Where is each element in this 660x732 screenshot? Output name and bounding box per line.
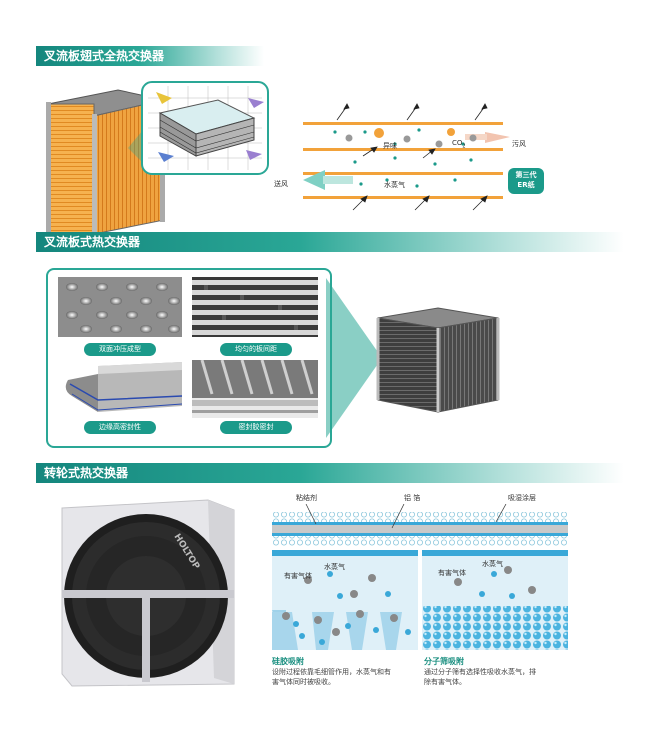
tag-edge-sealing: 边缘高密封性 xyxy=(84,421,156,434)
label-exhaust: 污风 xyxy=(512,140,526,148)
photo-plate-spacing xyxy=(192,277,318,337)
silica-gel-caption: 硅胶吸附 设附过程依靠毛细管作用，水蒸气和有 害气体同时被吸收。 xyxy=(272,656,418,687)
label-vapor-left: 水蒸气 xyxy=(324,563,345,571)
label-harmful-gas-left: 有害气体 xyxy=(284,572,312,580)
molecular-sieve-title: 分子筛吸附 xyxy=(424,657,464,666)
label-vapor: 水蒸气 xyxy=(384,181,405,189)
label-vapor-right: 水蒸气 xyxy=(482,560,503,568)
label-moisture-coating: 吸湿涂层 xyxy=(508,494,536,502)
label-supply: 送风 xyxy=(274,180,288,188)
wheel-layers-diagram xyxy=(272,504,568,546)
label-binder: 粘结剂 xyxy=(296,494,317,502)
molecular-sieve-diagram xyxy=(422,550,568,650)
photo-sealant xyxy=(192,360,318,418)
label-harmful-gas-right: 有害气体 xyxy=(438,569,466,577)
section-title-1: 叉流板翅式全热交换器 xyxy=(36,46,264,66)
silica-gel-diagram xyxy=(272,550,418,650)
section-title-3: 转轮式热交换器 xyxy=(36,463,624,483)
label-odor: 异味 xyxy=(383,142,397,150)
panel-pointer xyxy=(326,278,382,438)
tag-sealant: 密封胶密封 xyxy=(220,421,292,434)
silica-gel-text-1: 设附过程依靠毛细管作用，水蒸气和有 xyxy=(272,668,391,676)
tag-uniform-spacing: 均匀的板间距 xyxy=(220,343,292,356)
molecular-sieve-caption: 分子筛吸附 通过分子筛有选择性吸收水蒸气，排 除有害气体。 xyxy=(424,656,570,687)
airflow-diagram xyxy=(303,103,510,211)
label-aluminum-foil: 铝 箔 xyxy=(404,494,421,502)
photo-edge-seal xyxy=(58,360,182,418)
label-co2: CO2 xyxy=(452,139,466,150)
rotary-wheel-image: HOLTOP xyxy=(61,499,235,687)
photo-embossed-plate xyxy=(58,277,182,337)
section-title-2: 叉流板式热交换器 xyxy=(36,232,624,252)
fin-zoom-inset xyxy=(128,81,269,175)
silica-gel-title: 硅胶吸附 xyxy=(272,657,304,666)
molecular-sieve-text-1: 通过分子筛有选择性吸收水蒸气，排 xyxy=(424,668,536,676)
plate-exchanger-image xyxy=(376,307,500,413)
tag-double-sided-stamping: 双面冲压成型 xyxy=(84,343,156,356)
silica-gel-text-2: 害气体同时被吸收。 xyxy=(272,678,335,686)
molecular-sieve-text-2: 除有害气体。 xyxy=(424,678,466,686)
